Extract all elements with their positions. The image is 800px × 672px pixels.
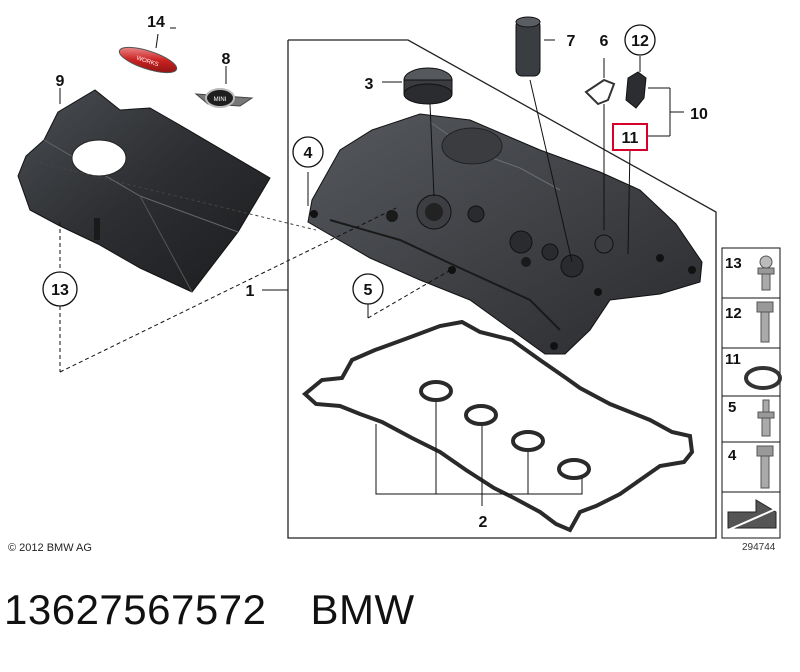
works-emblem-part[interactable]: WORKS (117, 42, 180, 78)
callout-circle-5 (352, 273, 384, 305)
callout-13: 13 (51, 282, 69, 299)
callout-9: 9 (56, 73, 65, 90)
legend-num-12: 12 (725, 305, 742, 322)
callout-circle-13 (42, 271, 78, 307)
hose-part[interactable] (515, 16, 541, 77)
callout-11: 11 (622, 130, 639, 147)
callout-1: 1 (246, 283, 255, 300)
leader-lines (27, 27, 684, 506)
callout-12: 12 (631, 33, 649, 50)
callout-7: 7 (567, 33, 576, 50)
brand-name: BMW (310, 586, 415, 633)
bolt-icon (756, 301, 774, 343)
hardware-legend: 13 12 11 5 4 (721, 247, 782, 539)
legend-num-11: 11 (725, 351, 741, 368)
sensor-part[interactable] (625, 71, 647, 109)
callout-4: 4 (304, 145, 313, 162)
frame (287, 39, 717, 539)
screw-icon (756, 445, 774, 489)
highlight-box-11 (612, 123, 648, 151)
callout-6: 6 (600, 33, 609, 50)
callout-circle-12 (624, 24, 656, 56)
legend-num-4: 4 (728, 447, 737, 464)
part-number: 13627567572 (4, 586, 267, 633)
callout-2: 2 (479, 514, 488, 531)
callout-8: 8 (222, 51, 231, 68)
copyright-text: © 2012 BMW AG (8, 542, 92, 554)
stud-bolt-icon (757, 399, 775, 437)
callout-10: 10 (690, 106, 708, 123)
callout-3: 3 (365, 76, 374, 93)
callout-circle-4 (292, 136, 324, 168)
ball-stud-icon (757, 255, 775, 291)
engine-cover-part[interactable] (17, 89, 271, 293)
clip-part[interactable] (584, 78, 616, 106)
gasket-part[interactable] (301, 319, 695, 533)
callout-5: 5 (364, 282, 373, 299)
oil-cap-part[interactable] (403, 67, 453, 105)
legend-num-5: 5 (728, 399, 736, 416)
o-ring-icon (744, 366, 782, 390)
callout-14: 14 (147, 14, 165, 31)
figure-number: 294744 (742, 542, 776, 553)
footer-caption: 13627567572 BMW (4, 586, 415, 634)
arrow-symbol-icon (727, 499, 779, 531)
mini-emblem-text: MINI (214, 97, 227, 103)
legend-num-13: 13 (725, 255, 742, 272)
mini-emblem-part[interactable]: MINI (194, 88, 254, 108)
